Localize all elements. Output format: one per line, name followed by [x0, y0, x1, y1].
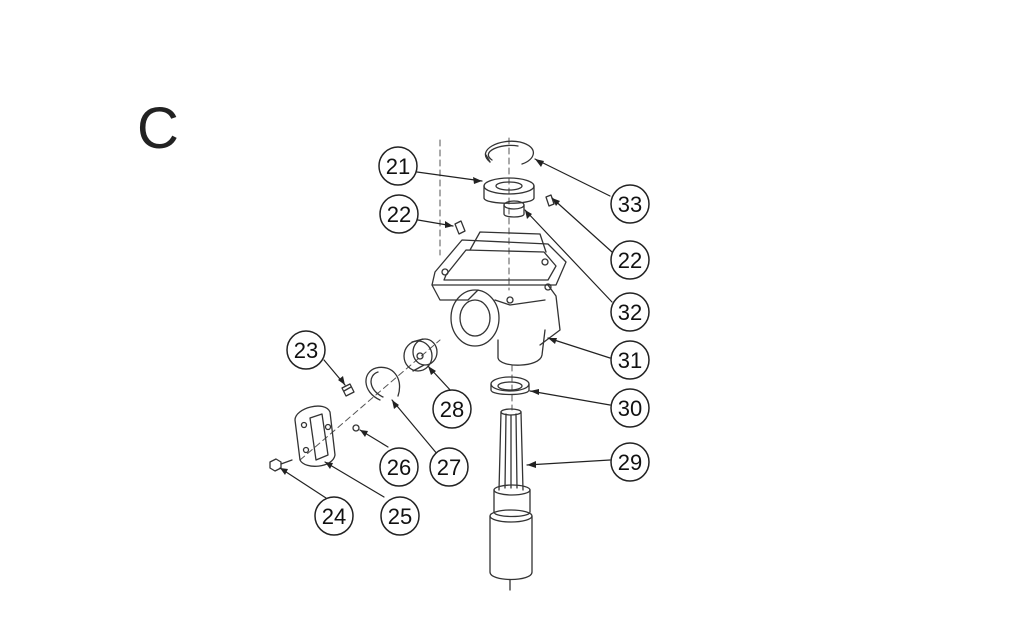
- part-22-pin-left: [454, 220, 466, 235]
- assembly-axis-lines: [299, 137, 513, 461]
- part-27-circlip: [365, 366, 401, 401]
- callout-label: 24: [322, 504, 346, 529]
- callout-label: 22: [618, 248, 642, 273]
- callout-label: 22: [387, 202, 411, 227]
- callout-31: 31: [610, 340, 650, 380]
- part-23-set-screw: [341, 383, 355, 397]
- callout-label: 33: [618, 192, 642, 217]
- callout-25: 25: [380, 496, 420, 536]
- callout-label: 26: [387, 455, 411, 480]
- callout-label: 30: [618, 396, 642, 421]
- callout-label: 27: [437, 455, 461, 480]
- callout-27: 27: [429, 447, 469, 487]
- callout-label: 32: [618, 300, 642, 325]
- callout-23: 23: [286, 330, 326, 370]
- part-28-drive-disc: [403, 338, 438, 372]
- callout-label: 21: [386, 154, 410, 179]
- leader-arrowheads: [280, 159, 560, 475]
- callout-26: 26: [379, 447, 419, 487]
- callout-label: 29: [618, 450, 642, 475]
- callout-21: 21: [378, 146, 418, 186]
- part-25-side-cover: [294, 405, 336, 467]
- callout-22-right: 22: [610, 240, 650, 280]
- callout-24: 24: [314, 496, 354, 536]
- part-22-pin-right: [545, 194, 555, 207]
- part-32-bushing: [503, 200, 525, 218]
- callout-28: 28: [432, 389, 472, 429]
- part-33-retaining-ring: [484, 140, 535, 165]
- section-letter: C: [137, 96, 179, 161]
- callout-label: 31: [618, 348, 642, 373]
- callout-33: 33: [610, 184, 650, 224]
- callout-32: 32: [610, 292, 650, 332]
- part-29-splined-shaft: [489, 408, 533, 591]
- callout-22-left: 22: [379, 194, 419, 234]
- callout-label: 28: [440, 397, 464, 422]
- part-21-bearing: [483, 177, 535, 204]
- part-26-ball: [352, 424, 360, 432]
- leader-lines: [279, 158, 613, 499]
- callout-30: 30: [610, 388, 650, 428]
- callout-label: 23: [294, 338, 318, 363]
- callout-label: 25: [388, 504, 412, 529]
- callout-29: 29: [610, 442, 650, 482]
- part-31-gearbox-housing: [431, 231, 567, 366]
- part-30-seal-ring: [490, 376, 530, 396]
